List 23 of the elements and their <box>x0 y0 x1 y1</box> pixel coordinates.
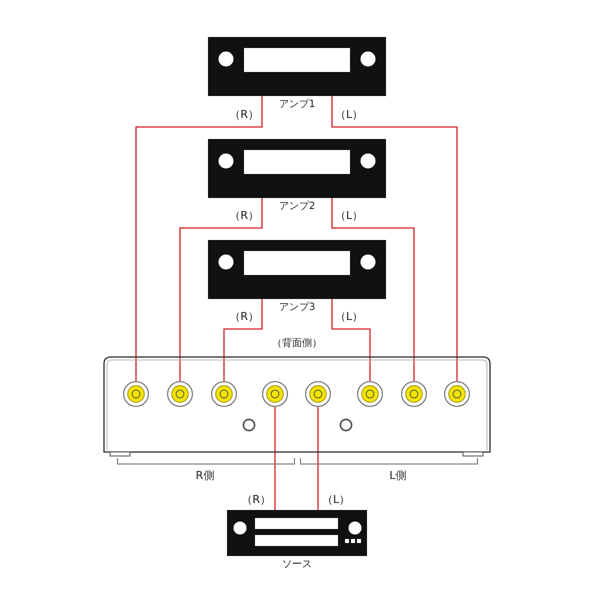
cable-line <box>331 198 415 381</box>
rca-jack-icon <box>123 381 149 407</box>
amplifier-label: アンプ2 <box>278 201 316 213</box>
rca-jack-icon <box>262 381 288 407</box>
cable-line <box>331 96 458 381</box>
rca-jack-icon <box>444 381 470 407</box>
rca-jack-icon <box>305 381 331 407</box>
rca-jack-icon <box>167 381 193 407</box>
cable-line <box>179 198 263 381</box>
cable-line <box>317 407 319 510</box>
rca-jack-icon <box>357 381 383 407</box>
amplifier-label: アンプ3 <box>278 302 316 314</box>
rca-jack-icon <box>211 381 237 407</box>
rca-jack-icon <box>401 381 427 407</box>
side-label: L側 <box>389 470 407 482</box>
side-label: R側 <box>196 470 214 482</box>
cable-line <box>331 299 371 381</box>
cable-line <box>274 407 276 510</box>
cable-line <box>135 96 263 381</box>
panel-heading: （背面側） <box>272 338 322 350</box>
amplifier-label: アンプ1 <box>278 99 316 111</box>
cable-line <box>223 299 263 381</box>
source-label: ソース <box>282 559 312 571</box>
